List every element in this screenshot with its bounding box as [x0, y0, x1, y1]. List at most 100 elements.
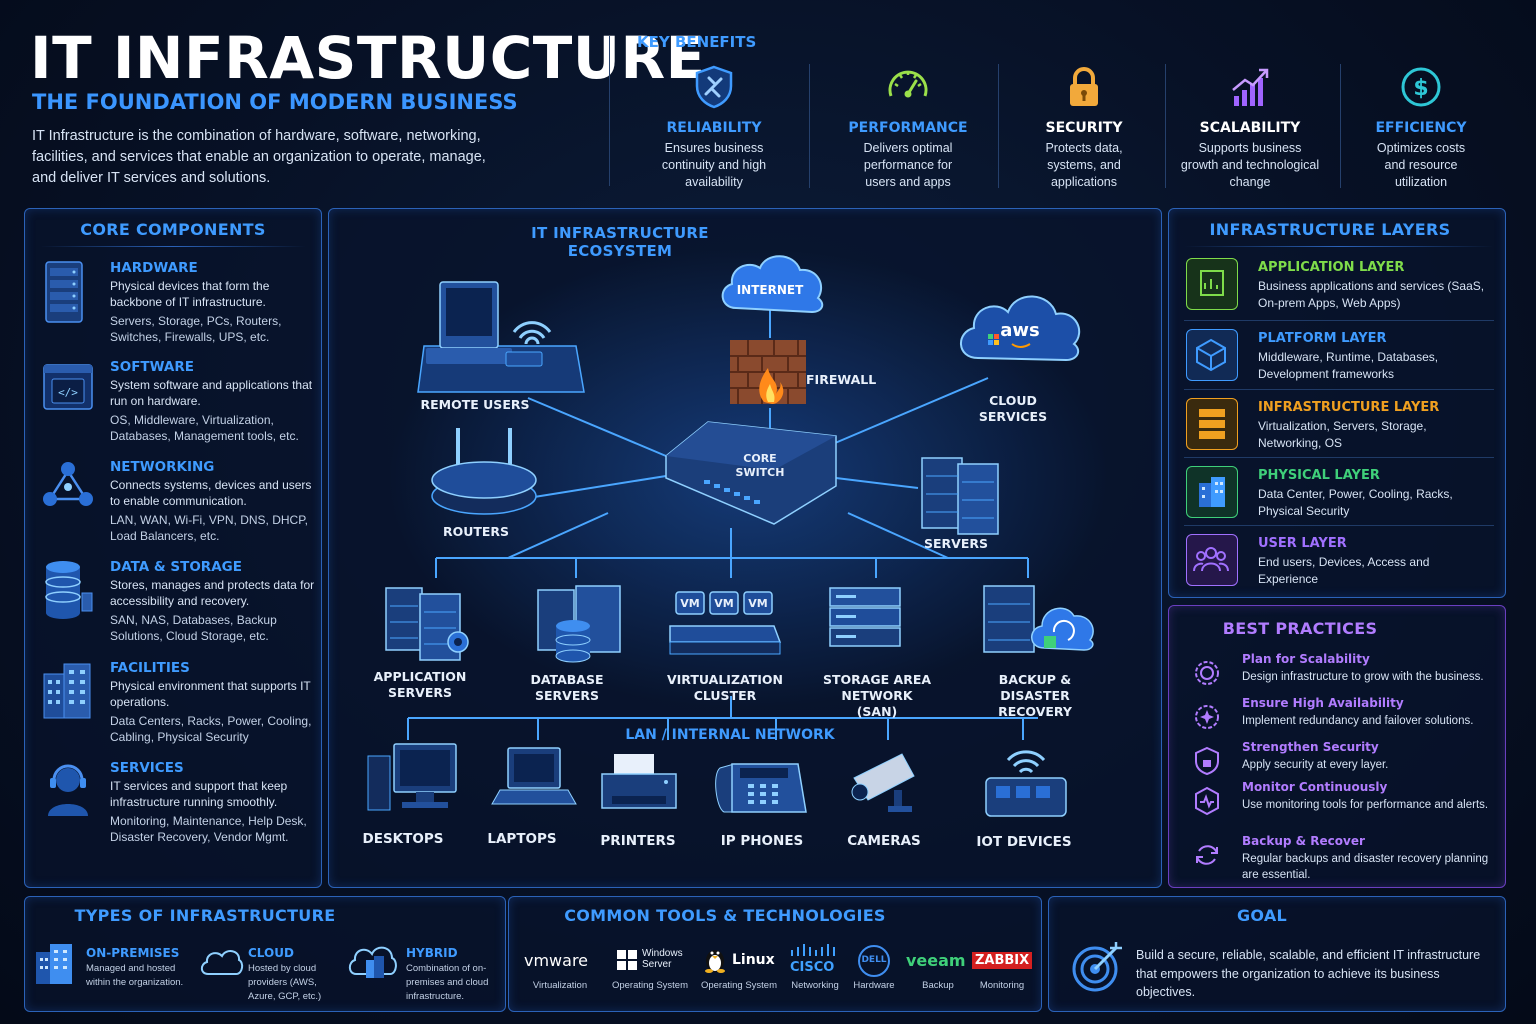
benefit-divider — [998, 64, 999, 188]
layer-application: APPLICATION LAYER Business applications … — [1184, 258, 1494, 320]
firewall-icon — [730, 340, 806, 404]
component-list: Data Centers, Racks, Power, Cooling, Cab… — [110, 714, 312, 744]
vm-label: VM — [680, 597, 699, 610]
layer-desc: Middleware, Runtime, Databases, Developm… — [1258, 350, 1439, 381]
layer-platform: PLATFORM LAYER Middleware, Runtime, Data… — [1184, 329, 1494, 391]
tool-category: Backup — [922, 980, 954, 991]
types-panel — [24, 896, 506, 1012]
core-hardware: HARDWARE Physical devices that form the … — [40, 260, 315, 350]
component-name: FACILITIES — [110, 660, 190, 676]
benefit-name: EFFICIENCY — [1375, 120, 1467, 136]
cube-icon — [1186, 329, 1238, 381]
connection-lines — [407, 298, 1038, 740]
headset-agent-icon — [48, 764, 88, 816]
camera-icon — [851, 753, 915, 812]
availability-gear-icon — [1195, 705, 1219, 729]
benefit-divider — [1165, 64, 1166, 188]
iot-device-icon — [985, 750, 1067, 817]
cameras-label: CAMERAS — [847, 833, 921, 849]
component-desc: System software and applications that ru… — [110, 378, 313, 408]
component-list: Servers, Storage, PCs, Routers, Switches… — [110, 314, 282, 344]
practice-name: Backup & Recover — [1242, 834, 1365, 848]
type-desc: Combination of on-premises and cloud inf… — [406, 963, 489, 1002]
benefit-desc: Ensures business continuity and high ava… — [661, 141, 767, 189]
security-shield-icon — [1195, 746, 1219, 776]
component-desc: Stores, manages and protects data for ac… — [110, 578, 315, 608]
dell-logo: DELL — [861, 955, 887, 965]
zabbix-logo: ZABBIX — [972, 952, 1033, 969]
component-name: SOFTWARE — [110, 359, 194, 375]
target-icon — [1072, 942, 1122, 992]
layer-desc: Data Center, Power, Cooling, Racks, Phys… — [1258, 487, 1453, 518]
practice-desc: Regular backups and disaster recovery pl… — [1242, 853, 1489, 881]
tools-title: COMMON TOOLS & TECHNOLOGIES — [564, 906, 886, 925]
db-servers-label: DATABASE SERVERS — [530, 672, 604, 703]
component-desc: IT services and support that keep infras… — [110, 779, 288, 809]
layer-divider — [1184, 457, 1494, 458]
tool-category: Monitoring — [979, 980, 1025, 991]
practice-desc: Design infrastructure to grow with the b… — [1242, 671, 1484, 683]
practice-desc: Implement redundancy and failover soluti… — [1242, 715, 1474, 727]
tool-category: Operating System — [700, 980, 778, 991]
virt-cluster-label: VIRTUALIZATION CLUSTER — [666, 672, 783, 703]
windows-logo-icon — [617, 950, 637, 970]
desktops-label: DESKTOPS — [362, 831, 444, 847]
aws-cloud-icon: aws — [960, 295, 1081, 362]
users-icon — [1186, 534, 1238, 586]
growth-chart-icon — [1232, 68, 1269, 106]
benefit-desc: Supports business growth and technologic… — [1180, 141, 1320, 189]
practice-name: Plan for Scalability — [1242, 652, 1370, 666]
layer-physical: PHYSICAL LAYER Data Center, Power, Cooli… — [1184, 466, 1494, 528]
building-icon — [43, 663, 91, 719]
ip-phone-icon — [715, 763, 807, 813]
server-rack-icon — [45, 261, 83, 323]
servers-label: SERVERS — [923, 536, 988, 551]
component-list: LAN, WAN, Wi-Fi, VPN, DNS, DHCP, Load Ba… — [110, 513, 309, 543]
tool-category: Operating System — [611, 980, 689, 991]
layer-name: INFRASTRUCTURE LAYER — [1258, 400, 1440, 415]
routers-label: ROUTERS — [442, 524, 510, 539]
layer-divider — [1184, 389, 1494, 390]
practice-backup: Backup & Recover Regular backups and dis… — [1188, 834, 1498, 881]
laptops-label: LAPTOPS — [487, 831, 557, 847]
type-name: CLOUD — [248, 946, 294, 960]
layer-divider — [1184, 525, 1494, 526]
remote-users-label: REMOTE USERS — [420, 397, 530, 412]
tool-category: Hardware — [853, 980, 895, 991]
firewall-label: FIREWALL — [806, 372, 877, 387]
layer-divider — [1184, 320, 1494, 321]
vm-label: VM — [748, 597, 767, 610]
practice-monitor: Monitor Continuously Use monitoring tool… — [1188, 780, 1498, 822]
linux-logo: Linux — [732, 952, 775, 968]
best-practices-title: BEST PRACTICES — [1222, 619, 1378, 638]
san-label: STORAGE AREA NETWORK (SAN) — [822, 672, 932, 719]
ecosystem-title: IT INFRASTRUCTURE ECOSYSTEM — [531, 224, 709, 260]
printer-icon — [601, 754, 677, 809]
benefit-performance: PERFORMANCE Delivers optimal performance… — [829, 64, 987, 191]
practice-name: Monitor Continuously — [1242, 780, 1388, 794]
layers-title: INFRASTRUCTURE LAYERS — [1209, 220, 1451, 239]
speedometer-icon — [888, 70, 928, 98]
layer-desc: Virtualization, Servers, Storage, Networ… — [1258, 419, 1427, 450]
benefit-name: SCALABILITY — [1199, 120, 1301, 136]
app-layer-icon — [1186, 258, 1238, 310]
layer-desc: End users, Devices, Access and Experienc… — [1258, 555, 1430, 586]
virtualization-cluster-icon: VM VM VM — [669, 591, 782, 655]
san-storage-icon — [829, 587, 901, 647]
benefit-name: SECURITY — [1045, 120, 1123, 136]
core-data-storage: DATA & STORAGE Stores, manages and prote… — [40, 559, 315, 649]
vm-label: VM — [714, 597, 733, 610]
backup-label: BACKUP & DISASTER RECOVERY — [998, 672, 1072, 719]
layer-name: PLATFORM LAYER — [1258, 331, 1387, 346]
benefit-name: RELIABILITY — [666, 120, 762, 136]
app-servers-label: APPLICATION SERVERS — [373, 669, 467, 700]
layer-desc: Business applications and services (SaaS… — [1258, 279, 1485, 310]
component-desc: Physical devices that form the backbone … — [110, 279, 270, 309]
practice-security: Strengthen Security Apply security at ev… — [1188, 740, 1498, 782]
core-software: </> SOFTWARE System software and applica… — [40, 359, 315, 449]
gear-growth-icon — [1195, 661, 1219, 685]
title-underline — [1184, 246, 1494, 247]
core-components-title: CORE COMPONENTS — [80, 220, 266, 239]
aws-logo: aws — [1000, 320, 1040, 341]
cisco-logo: CISCO — [790, 960, 835, 975]
